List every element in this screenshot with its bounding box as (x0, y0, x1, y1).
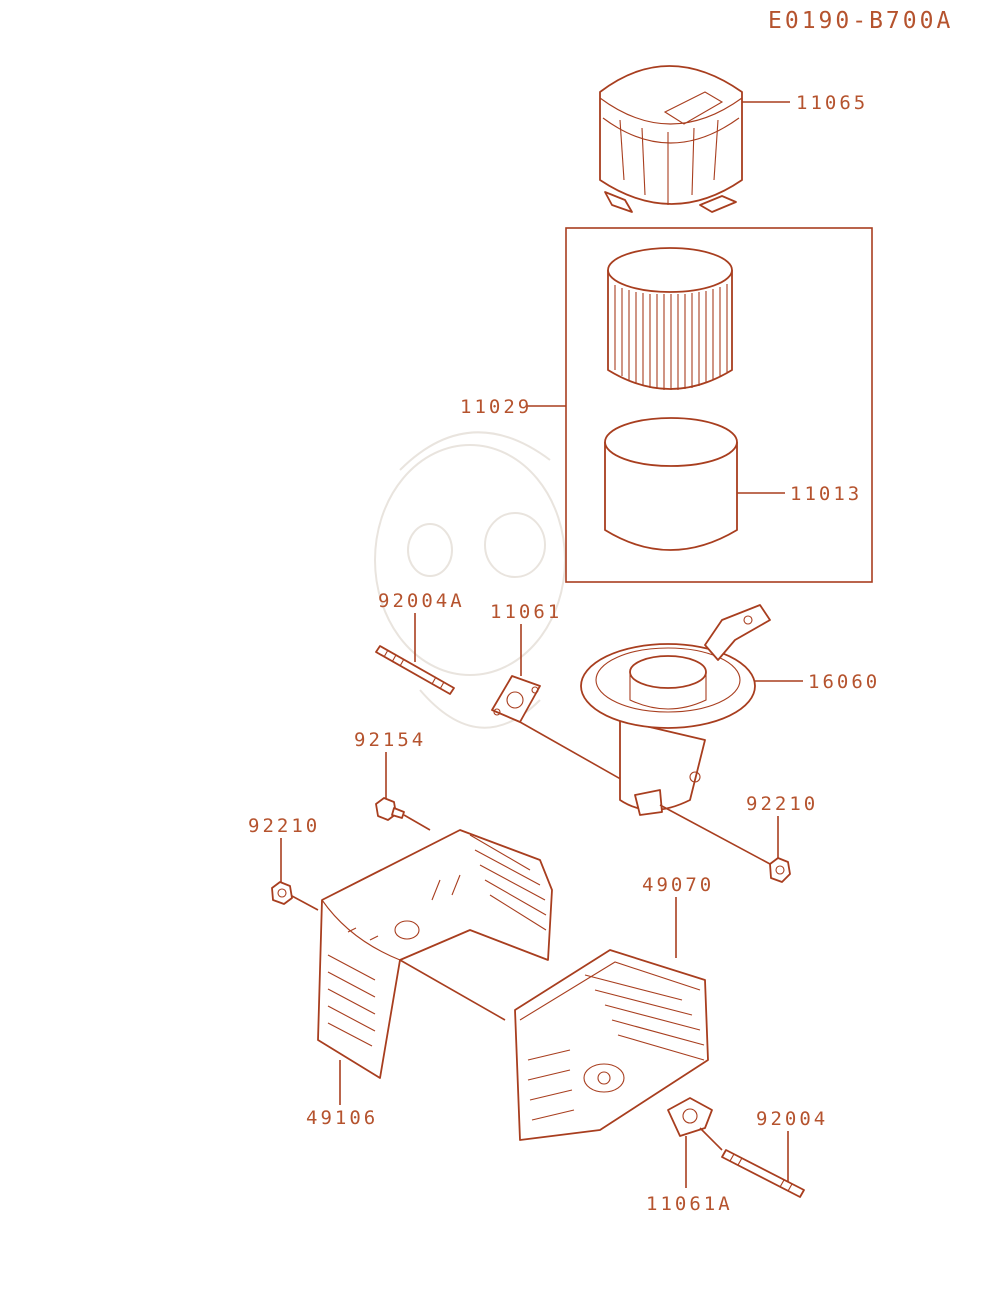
air-cleaner-cover (599, 65, 743, 213)
part-label-92004A: 92004A (378, 590, 465, 612)
stud-bolt-lower (721, 1149, 805, 1198)
pre-cleaner-sleeve (604, 417, 738, 551)
element-kit-box (565, 227, 873, 583)
gasket (491, 675, 541, 723)
air-filter-element (607, 247, 733, 390)
part-label-49070: 49070 (642, 874, 714, 896)
part-label-11061: 11061 (490, 601, 562, 623)
part-label-92004: 92004 (756, 1108, 828, 1130)
part-label-92210-right: 92210 (746, 793, 818, 815)
watermark-mascot (374, 431, 566, 729)
muffler (514, 949, 709, 1141)
part-label-11061A: 11061A (646, 1193, 733, 1215)
part-label-16060: 16060 (808, 671, 880, 693)
part-label-49106: 49106 (306, 1107, 378, 1129)
nut-right (769, 857, 791, 883)
diagram-code: E0190-B700A (768, 8, 953, 34)
muffler-cover (317, 829, 553, 1079)
air-cleaner-base (580, 604, 771, 816)
nut-left (271, 881, 293, 905)
exhaust-gasket (667, 1097, 713, 1137)
flange-bolt (375, 797, 405, 821)
part-label-11029: 11029 (460, 396, 532, 418)
part-label-11065: 11065 (796, 92, 868, 114)
part-label-11013: 11013 (790, 483, 862, 505)
part-label-92210-left: 92210 (248, 815, 320, 837)
stud-bolt (375, 645, 455, 695)
part-label-92154: 92154 (354, 729, 426, 751)
